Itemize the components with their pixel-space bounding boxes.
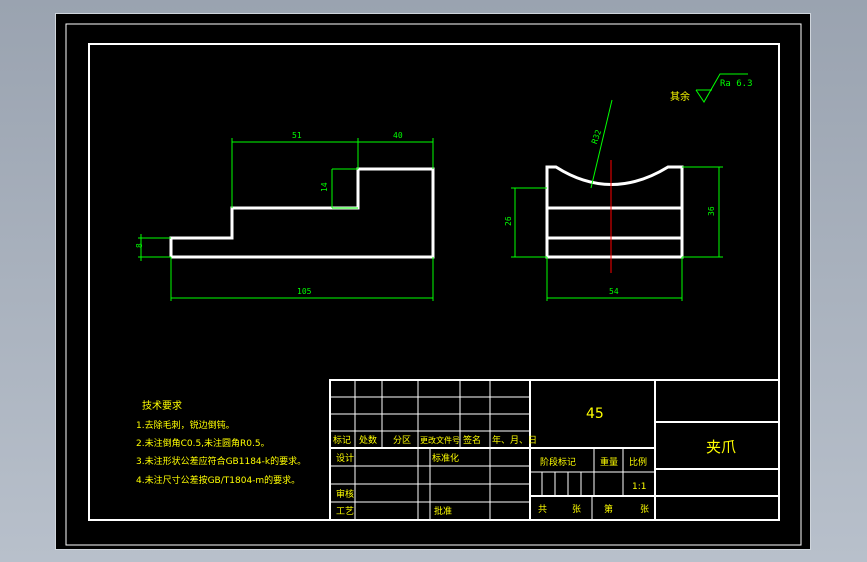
header-signature: 签名 <box>463 434 481 446</box>
label-design: 设计 <box>336 452 354 464</box>
title-block <box>329 379 780 521</box>
label-total: 共 <box>538 504 547 515</box>
label-approve: 批准 <box>434 505 452 517</box>
dim-40: 40 <box>393 131 403 140</box>
drawing-viewport[interactable]: 其余 Ra 6.3 51 40 14 8 105 <box>55 13 811 550</box>
scale-value: 1:1 <box>632 482 646 492</box>
front-view-outline <box>169 167 435 259</box>
surface-finish-prefix: 其余 <box>670 90 690 103</box>
dim-8: 8 <box>135 243 144 248</box>
header-zone: 分区 <box>393 435 411 446</box>
label-review: 审核 <box>336 488 354 500</box>
part-name: 夹爪 <box>706 438 736 456</box>
label-process: 工艺 <box>336 506 354 517</box>
dim-14: 14 <box>320 182 329 192</box>
header-count: 处数 <box>359 434 377 446</box>
drawing-canvas: 其余 Ra 6.3 51 40 14 8 105 <box>65 23 802 546</box>
side-view: R32 26 36 54 <box>504 99 723 301</box>
dim-26: 26 <box>504 216 513 226</box>
header-mark: 标记 <box>333 434 351 446</box>
label-stage-mark: 阶段标记 <box>540 456 576 468</box>
front-view: 51 40 14 8 105 <box>135 131 435 301</box>
outer-frame <box>65 23 802 546</box>
material-value: 45 <box>586 406 604 422</box>
tech-req-item: 2.未注倒角C0.5,未注圆角R0.5。 <box>136 437 270 449</box>
label-scale: 比例 <box>629 456 647 468</box>
label-weight: 重量 <box>600 456 618 468</box>
surface-roughness-value: Ra 6.3 <box>720 79 753 89</box>
dim-51: 51 <box>292 131 302 140</box>
tech-req-item: 4.未注尺寸公差按GB/T1804-m的要求。 <box>136 474 300 486</box>
dim-105: 105 <box>297 287 312 296</box>
label-standardize: 标准化 <box>432 452 459 464</box>
tech-req-heading: 技术要求 <box>142 399 182 412</box>
surface-finish-symbol: 其余 Ra 6.3 <box>670 73 753 103</box>
tech-requirements: 技术要求 1.去除毛刺，锐边倒钝。 2.未注倒角C0.5,未注圆角R0.5。 3… <box>136 399 306 486</box>
side-view-outline <box>545 165 684 259</box>
tech-req-item: 3.未注形状公差应符合GB1184-k的要求。 <box>136 455 306 467</box>
label-sheet-no: 第 <box>604 503 613 515</box>
header-date: 年、月、日 <box>492 434 537 446</box>
header-change-doc: 更改文件号 <box>420 435 460 445</box>
tech-req-item: 1.去除毛刺，锐边倒钝。 <box>136 419 235 431</box>
dim-54: 54 <box>609 287 619 296</box>
title-block-text: 45 夹爪 标记 处数 分区 更改文件号 签名 年、月、日 设计 标准化 审核 … <box>333 406 736 517</box>
dim-36: 36 <box>707 206 716 216</box>
label-sheets-a: 张 <box>572 504 581 515</box>
label-sheets-b: 张 <box>640 504 649 515</box>
